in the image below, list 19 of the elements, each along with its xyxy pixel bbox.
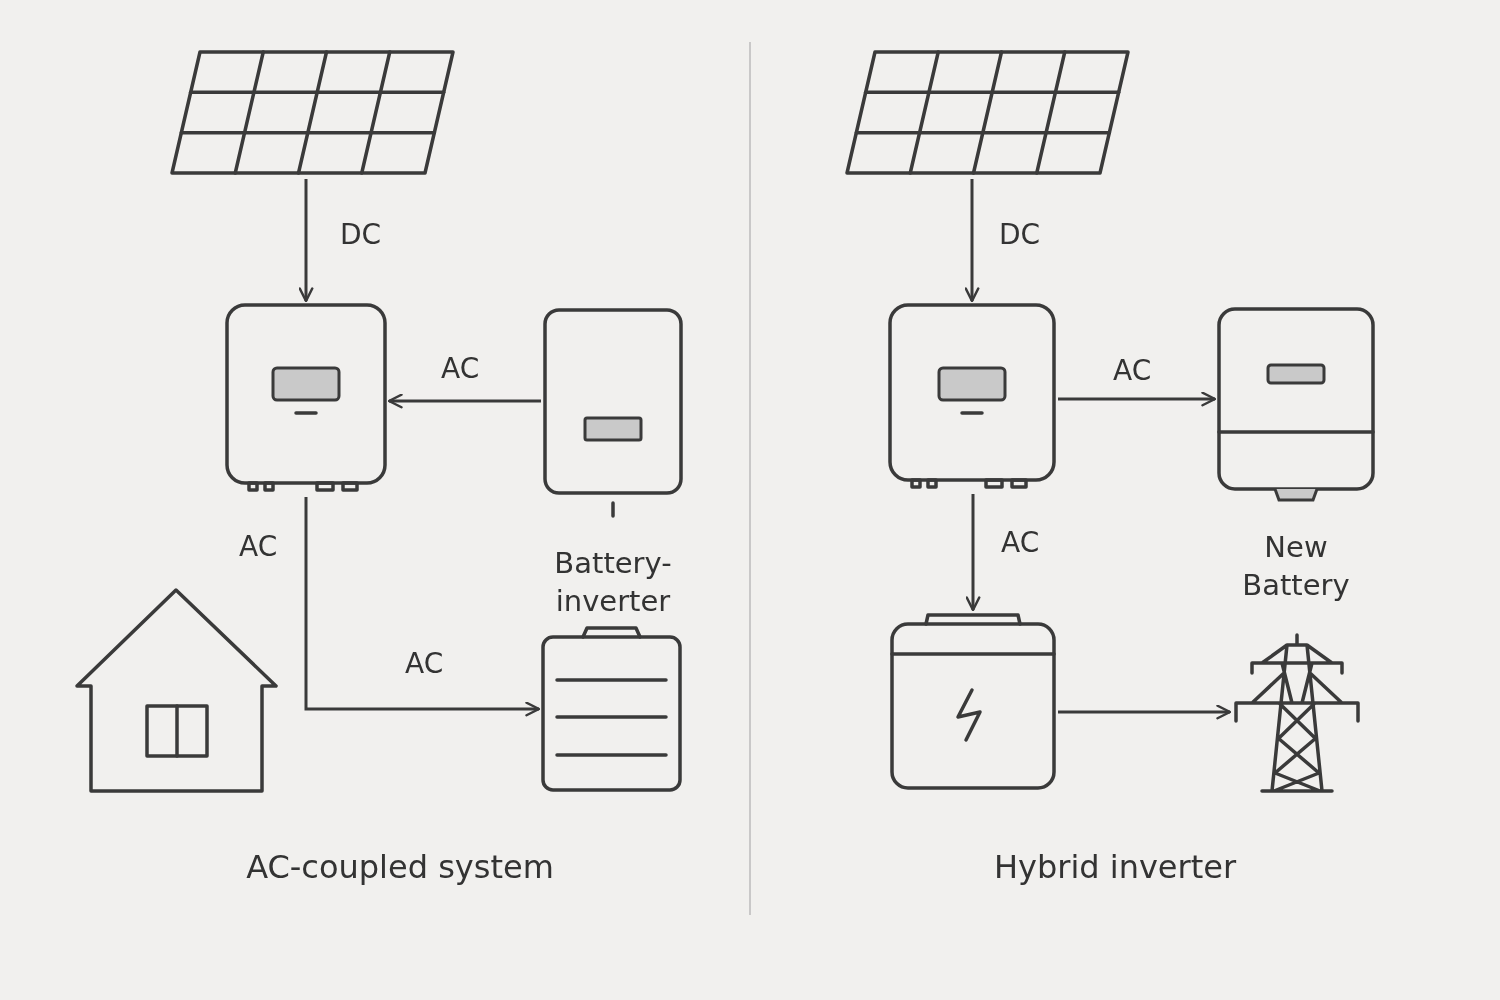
panel-caption: Hybrid inverter: [993, 848, 1237, 886]
power-pylon-drawing: [1232, 633, 1362, 793]
arrow: [387, 393, 541, 409]
arrow: [965, 494, 981, 612]
node-label: Battery- inverter: [553, 545, 673, 620]
panel-caption: AC-coupled system: [246, 848, 554, 886]
hybrid-inverter-drawing: [888, 303, 1056, 490]
arrow: [1058, 704, 1232, 720]
arrow: [298, 179, 314, 303]
node-label: New Battery: [1241, 529, 1351, 604]
arrow: [304, 497, 541, 717]
arrow: [1058, 391, 1217, 407]
battery-drawing: [890, 612, 1056, 790]
house-drawing: [75, 588, 278, 793]
inverter-drawing: [225, 303, 387, 493]
arrow: [964, 179, 980, 303]
solar-panel-drawing: [845, 50, 1130, 175]
solar-panel-drawing: [170, 50, 455, 175]
battery-drawing: [541, 625, 682, 792]
